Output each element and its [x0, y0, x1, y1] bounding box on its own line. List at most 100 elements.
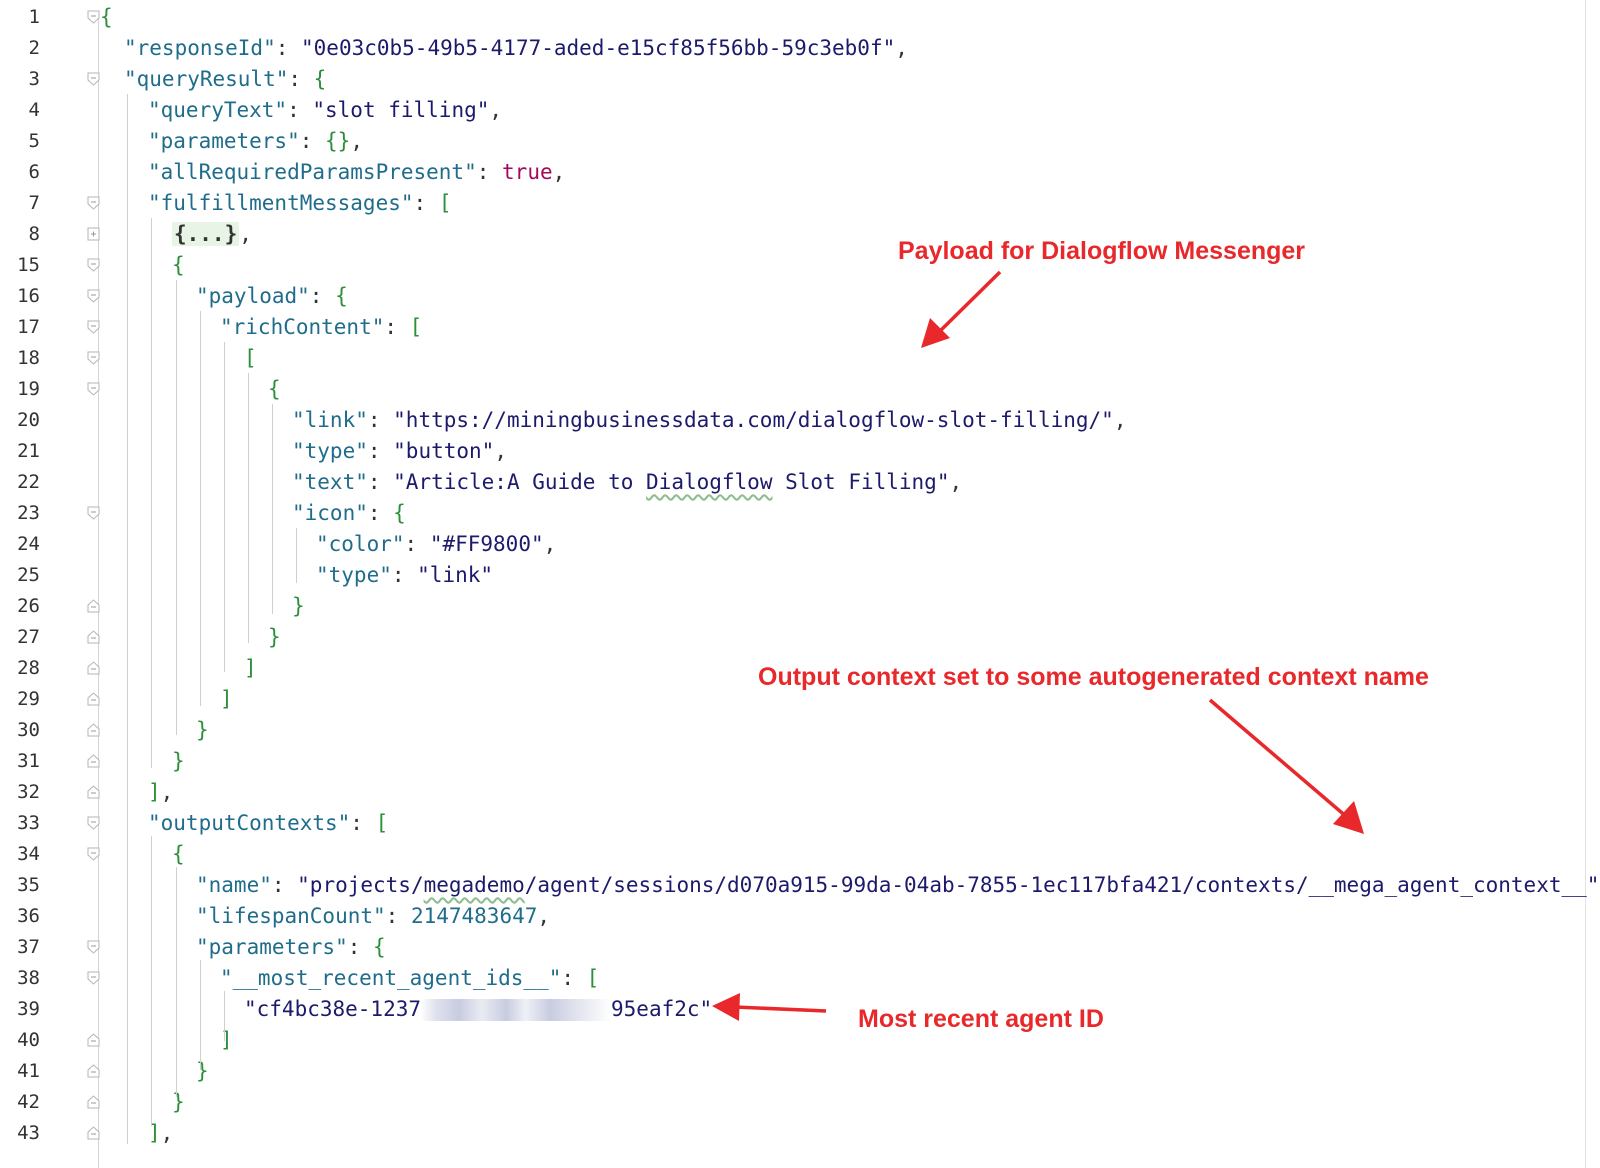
code-text: "color": "#FF9800",: [316, 529, 556, 560]
line-number: 36: [17, 905, 40, 927]
indent-guide: [296, 528, 297, 583]
code-line[interactable]: 38"__most_recent_agent_ids__": [: [0, 963, 1600, 994]
code-line[interactable]: 16"payload": {: [0, 281, 1600, 312]
code-line[interactable]: 37"parameters": {: [0, 932, 1600, 963]
fold-end-icon[interactable]: [87, 630, 100, 644]
code-line[interactable]: 20"link": "https://miningbusinessdata.co…: [0, 405, 1600, 436]
fold-end-icon[interactable]: [87, 785, 100, 799]
code-line[interactable]: 26}: [0, 591, 1600, 622]
code-line[interactable]: 35"name": "projects/megademo/agent/sessi…: [0, 870, 1600, 901]
code-line[interactable]: 4"queryText": "slot filling",: [0, 95, 1600, 126]
code-token: {}: [325, 129, 351, 153]
fold-end-icon[interactable]: [87, 599, 100, 613]
code-token: }: [292, 594, 305, 618]
code-token: ,: [949, 470, 963, 494]
fold-collapse-icon[interactable]: [87, 351, 100, 365]
code-line[interactable]: 31}: [0, 746, 1600, 777]
line-number: 23: [17, 502, 40, 524]
fold-expand-icon[interactable]: [87, 227, 100, 241]
code-line[interactable]: 36"lifespanCount": 2147483647,: [0, 901, 1600, 932]
line-number: 6: [28, 161, 40, 183]
code-line[interactable]: 30}: [0, 715, 1600, 746]
fold-collapse-icon[interactable]: [87, 506, 100, 520]
code-line[interactable]: 6 "allRequiredParamsPresent": true,: [0, 157, 1600, 188]
code-token: }: [172, 1090, 185, 1114]
fold-collapse-icon[interactable]: [87, 196, 100, 210]
line-number: 30: [17, 719, 40, 741]
fold-collapse-icon[interactable]: [87, 971, 100, 985]
code-token: [: [438, 191, 452, 215]
code-token: ,: [895, 36, 908, 60]
fold-collapse-icon[interactable]: [87, 816, 100, 830]
code-token: "#FF9800": [429, 532, 544, 556]
code-token: {: [313, 67, 327, 91]
code-token: "cf4bc38e-1237: [244, 997, 422, 1021]
fold-end-icon[interactable]: [87, 1064, 100, 1078]
code-token: "button": [393, 439, 495, 463]
code-text: ]: [220, 1025, 233, 1056]
fold-end-icon[interactable]: [87, 754, 100, 768]
code-line[interactable]: 1{: [0, 2, 1600, 33]
code-line[interactable]: 3"queryResult": {: [0, 64, 1600, 95]
code-token: ,: [543, 532, 557, 556]
code-line[interactable]: 23 "icon": {: [0, 498, 1600, 529]
arrow-agent-id: [712, 993, 827, 1021]
code-line[interactable]: 15{: [0, 250, 1600, 281]
fold-collapse-icon[interactable]: [87, 940, 100, 954]
code-line[interactable]: 41}: [0, 1056, 1600, 1087]
code-text: "parameters": {},: [148, 126, 363, 157]
code-line[interactable]: 7"fulfillmentMessages": [: [0, 188, 1600, 219]
code-line[interactable]: 18[: [0, 343, 1600, 374]
line-number: 15: [17, 254, 40, 276]
code-line[interactable]: 33"outputContexts": [: [0, 808, 1600, 839]
code-token: ]: [148, 1121, 161, 1145]
code-line[interactable]: 24"color": "#FF9800",: [0, 529, 1600, 560]
code-text: ],: [148, 1118, 173, 1149]
code-line[interactable]: 42}: [0, 1087, 1600, 1118]
fold-collapse-icon[interactable]: [87, 10, 100, 24]
code-line[interactable]: 5"parameters": {},: [0, 126, 1600, 157]
collapsed-block[interactable]: {...}: [172, 222, 240, 246]
fold-end-icon[interactable]: [87, 723, 100, 737]
fold-collapse-icon[interactable]: [87, 320, 100, 334]
fold-collapse-icon[interactable]: [87, 382, 100, 396]
code-line[interactable]: 43],: [0, 1118, 1600, 1149]
line-number: 37: [17, 936, 40, 958]
fold-end-icon[interactable]: [87, 692, 100, 706]
fold-end-icon[interactable]: [87, 1033, 100, 1047]
indent-guide: [127, 94, 128, 1144]
code-token: "queryText": [148, 98, 288, 122]
code-line[interactable]: 25"type": "link": [0, 560, 1600, 591]
fold-end-icon[interactable]: [87, 661, 100, 675]
code-line[interactable]: 28]: [0, 653, 1600, 684]
line-number: 2: [28, 37, 40, 59]
code-line[interactable]: 27}: [0, 622, 1600, 653]
code-line[interactable]: 8{...},: [0, 219, 1600, 250]
fold-collapse-icon[interactable]: [87, 289, 100, 303]
line-number: 16: [17, 285, 40, 307]
code-text: "allRequiredParamsPresent": true,: [148, 157, 565, 188]
code-text: }: [292, 591, 305, 622]
fold-collapse-icon[interactable]: [87, 72, 100, 86]
code-token: ,: [350, 129, 363, 153]
code-line[interactable]: 40]: [0, 1025, 1600, 1056]
code-line[interactable]: 29]: [0, 684, 1600, 715]
code-text: "icon": {: [292, 498, 406, 529]
code-line[interactable]: 17"richContent": [: [0, 312, 1600, 343]
code-line[interactable]: 32],: [0, 777, 1600, 808]
fold-end-icon[interactable]: [87, 1095, 100, 1109]
fold-collapse-icon[interactable]: [87, 258, 100, 272]
code-token: "payload": [196, 284, 310, 308]
code-line[interactable]: 19{: [0, 374, 1600, 405]
code-token: "outputContexts": [148, 811, 351, 835]
fold-end-icon[interactable]: [87, 1126, 100, 1140]
code-line[interactable]: 22"text": "Article:A Guide to Dialogflow…: [0, 467, 1600, 498]
code-line[interactable]: 34{: [0, 839, 1600, 870]
code-text: "__most_recent_agent_ids__": [: [220, 963, 599, 994]
code-line[interactable]: 21"type": "button",: [0, 436, 1600, 467]
line-number: 35: [17, 874, 40, 896]
code-line[interactable]: 2"responseId": "0e03c0b5-49b5-4177-aded-…: [0, 33, 1600, 64]
fold-collapse-icon[interactable]: [87, 847, 100, 861]
